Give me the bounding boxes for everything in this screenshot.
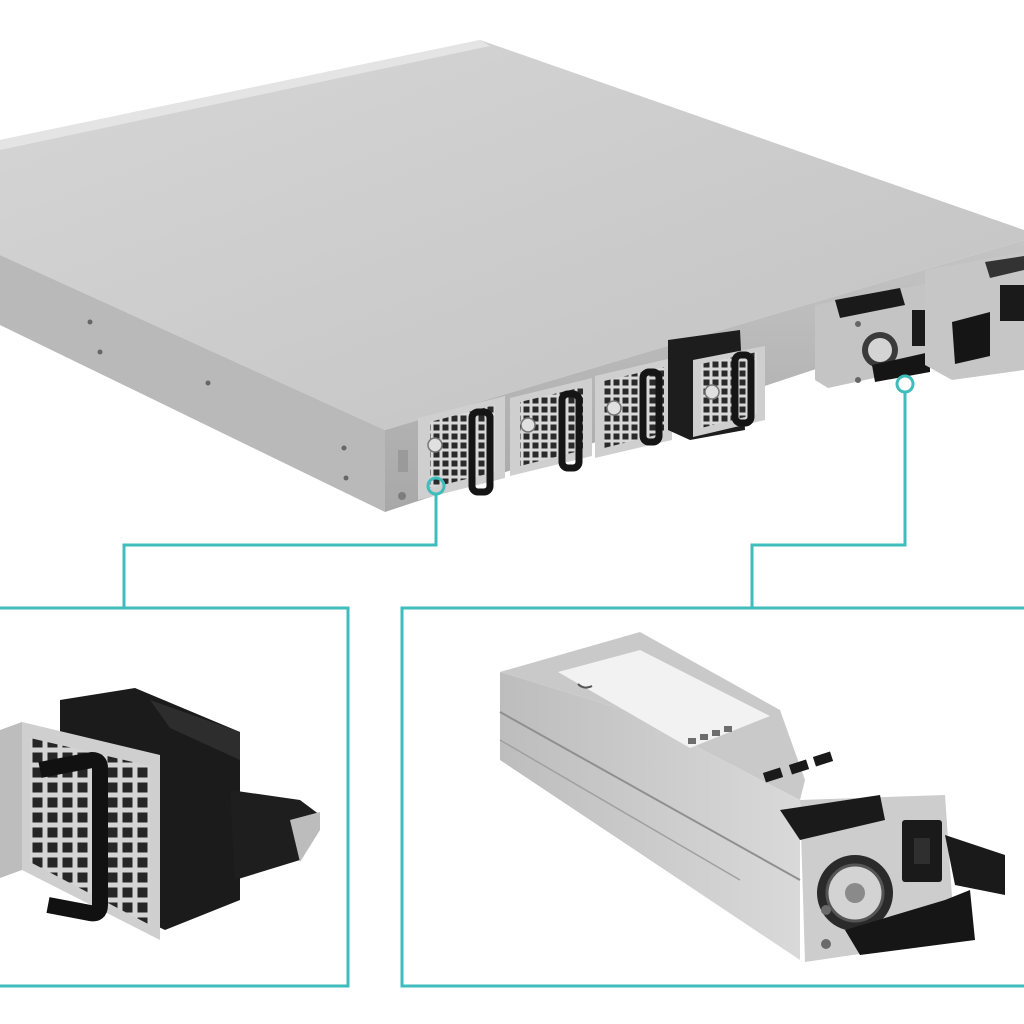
psu-label: [558, 650, 770, 748]
callout-line-psu: [750, 392, 907, 608]
psu-detail-panel: [400, 606, 1024, 988]
chassis-side-panel: [0, 255, 385, 512]
ground-screw: [398, 492, 406, 500]
fan-detail-panel: [0, 606, 350, 988]
rear-panel-marking: [398, 450, 408, 472]
power-supply-icon: [499, 632, 1005, 962]
side-screw: [341, 445, 347, 451]
chassis-top-panel: [0, 40, 1024, 430]
psu-modules-installed: [815, 252, 1024, 388]
side-screw: [97, 349, 103, 355]
side-screw: [87, 319, 93, 325]
brand-logo-icon: [577, 683, 593, 689]
callout-marker-psu: [895, 374, 915, 394]
fan-module-icon[interactable]: [595, 358, 672, 458]
power-supply-icon[interactable]: [815, 282, 948, 388]
callout-line-fan: [122, 494, 438, 608]
fan-module-icon[interactable]: [668, 330, 765, 440]
callout-connectors: [122, 374, 915, 608]
fan-modules-installed: [418, 330, 765, 500]
fan-module-icon[interactable]: [418, 396, 505, 500]
fan-module-icon: [0, 688, 320, 940]
psu-handle: [845, 890, 975, 955]
side-screw: [205, 380, 211, 386]
power-supply-icon[interactable]: [925, 252, 1024, 380]
certification-marks: [688, 726, 732, 744]
side-screw: [343, 475, 349, 481]
chassis-rear-rim: [0, 40, 490, 150]
fan-module-icon[interactable]: [510, 378, 592, 476]
